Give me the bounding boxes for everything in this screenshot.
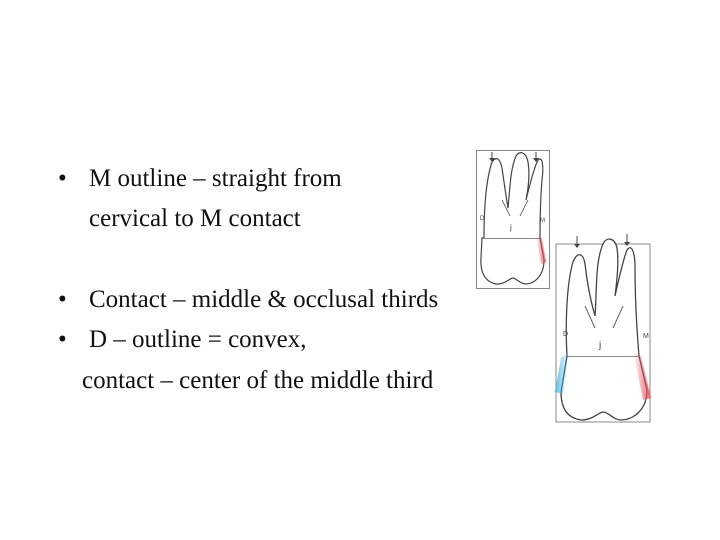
bullet-3-line-1: D – outline = convex, xyxy=(89,326,307,353)
frame xyxy=(476,150,550,289)
label-m: M xyxy=(643,333,649,340)
bullet-marker: • xyxy=(58,286,67,313)
label-d: D xyxy=(480,216,485,222)
mesial-highlight xyxy=(633,352,651,400)
bullet-2-line-1: Contact – middle & occlusal thirds xyxy=(89,286,439,313)
tooth-small-svg: D M j xyxy=(476,150,550,289)
bullet-1-line-1: M outline – straight from xyxy=(89,165,342,192)
label-d: D xyxy=(563,331,568,338)
label-j: j xyxy=(509,223,512,232)
roots xyxy=(565,238,640,357)
crown xyxy=(560,355,648,421)
label-j: j xyxy=(598,340,601,351)
crown xyxy=(480,237,545,285)
bullet-marker: • xyxy=(58,326,67,353)
mesial-highlight xyxy=(536,236,546,264)
bullet-1-line-2: cervical to M contact xyxy=(89,205,301,232)
roots xyxy=(483,152,544,239)
tooth-diagram-small: D M j xyxy=(476,150,554,290)
label-m: M xyxy=(540,218,545,224)
distal-highlight xyxy=(555,352,569,394)
tooth-large-svg: D M j xyxy=(555,234,651,423)
tooth-diagram-large: D M j xyxy=(555,232,655,426)
bullet-3-line-2: contact – center of the middle third xyxy=(82,367,434,394)
bullet-marker: • xyxy=(58,165,67,192)
